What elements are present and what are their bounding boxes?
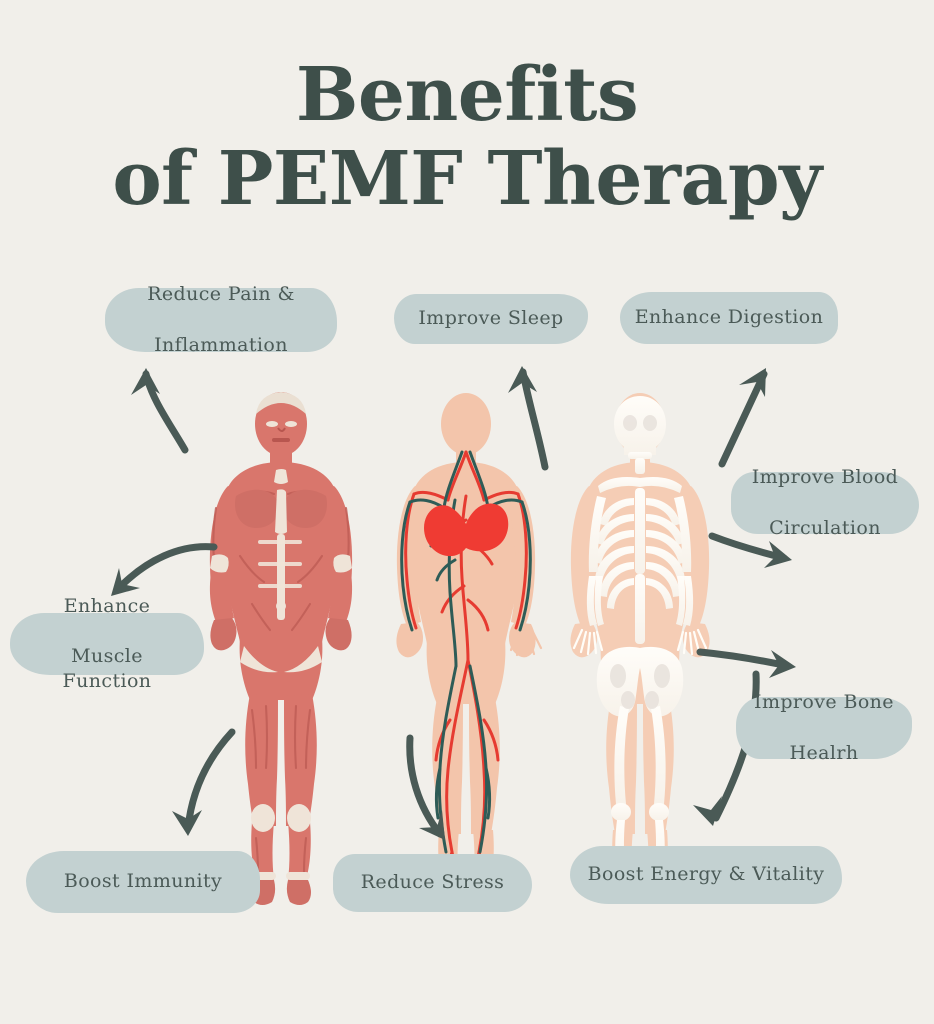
arrowhead-enhance-digestion [739,368,766,397]
arrowhead-boost-energy [693,796,722,826]
arrow-to-enhance-digestion [718,370,768,468]
arrowhead-blood-circulation [764,541,792,568]
label-line-1: Boost Immunity [63,870,223,893]
arrow-to-reduce-pain [142,370,189,454]
label-line-2: Healrh [789,741,859,764]
label-line-2: Inflammation [154,333,288,356]
label-line-1: Enhance [63,594,151,617]
label-improve-blood-circulation[interactable]: Improve Blood Circulation [731,466,919,539]
label-enhance-digestion[interactable]: Enhance Digestion [620,292,838,344]
arrow-to-boost-immunity [184,728,236,832]
label-line-1: Enhance Digestion [634,306,824,329]
page-title: Benefits of PEMF Therapy [0,58,934,216]
label-line-1: Improve Blood [751,466,899,489]
arrowhead-bone-healrh [769,650,796,678]
label-line-1: Improve Sleep [418,307,564,330]
label-improve-sleep[interactable]: Improve Sleep [394,294,588,344]
label-reduce-stress[interactable]: Reduce Stress [333,854,532,912]
label-enhance-muscle-function[interactable]: Enhance Muscle Function [10,595,204,692]
label-line-1: Improve Bone [754,691,894,714]
label-line-2: Muscle Function [62,645,152,693]
arrow-to-bone-healrh [696,648,792,670]
label-reduce-pain-inflammation[interactable]: Reduce Pain & Inflammation [105,283,337,356]
circulatory-system-figure [396,393,536,899]
skeletal-system-figure [509,393,710,901]
label-line-1: Reduce Pain & [147,283,295,306]
arrow-to-muscle-function [114,543,218,593]
page-title-line-2: of PEMF Therapy [112,136,822,222]
label-line-1: Reduce Stress [360,871,505,894]
arrowhead-muscle-function [111,568,140,596]
muscular-system-figure [209,392,353,905]
page-title-line-1: Benefits [295,52,639,138]
label-line-1: Boost Energy & Vitality [587,863,825,886]
label-boost-energy-vitality[interactable]: Boost Energy & Vitality [570,846,842,904]
label-line-2: Circulation [769,516,881,539]
arrowhead-reduce-pain [131,368,160,395]
label-improve-bone-healrh[interactable]: Improve Bone Healrh [736,691,912,764]
label-boost-immunity[interactable]: Boost Immunity [26,851,260,913]
arrow-to-improve-sleep [519,368,549,471]
arrowhead-reduce-stress [419,810,445,840]
arrowhead-improve-sleep [508,366,537,393]
arrow-to-reduce-stress [406,734,444,838]
heart-icon [424,503,509,557]
arrowhead-boost-immunity [172,810,202,836]
